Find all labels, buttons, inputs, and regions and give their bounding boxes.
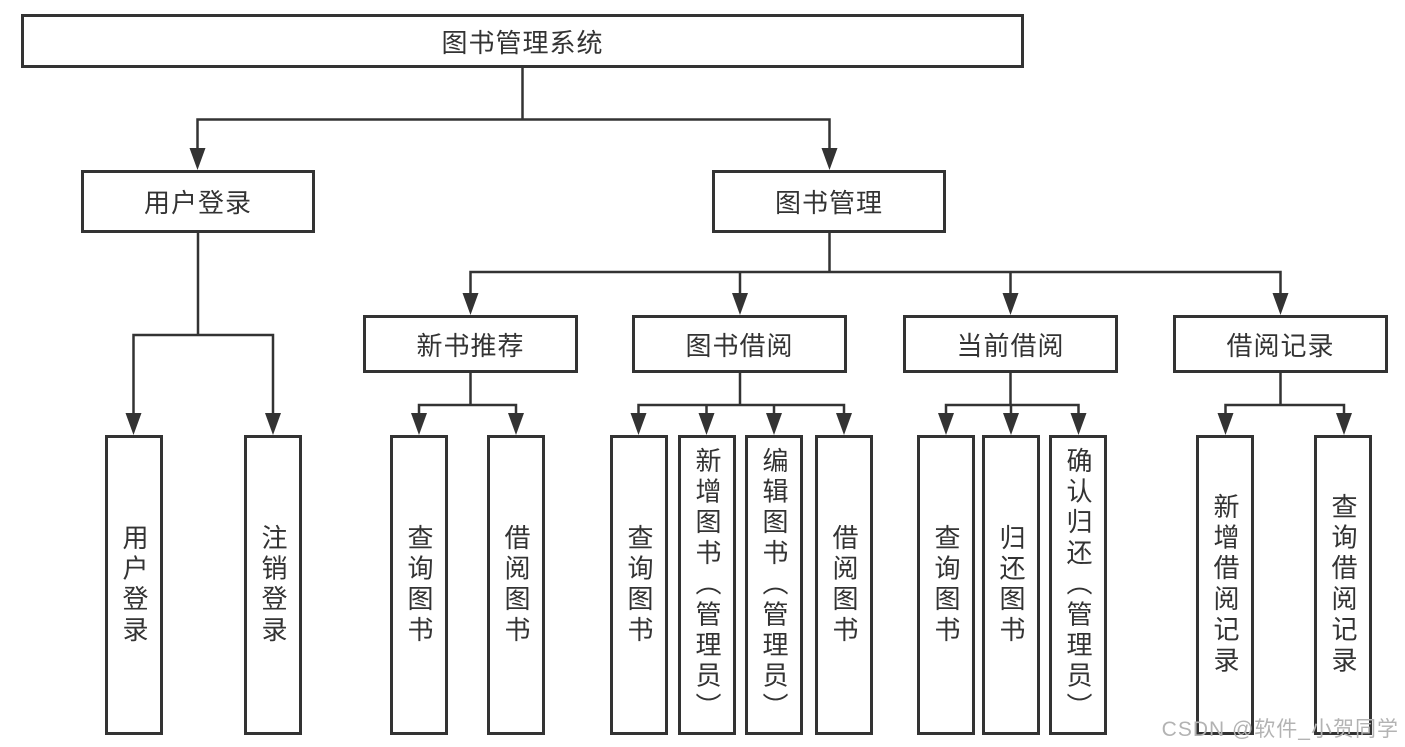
leaf-borrow-book: 借阅图书	[815, 435, 873, 735]
node-book-management: 图书管理	[712, 170, 946, 233]
leaf-return-book: 归还图书	[982, 435, 1040, 735]
node-book-borrow: 图书借阅	[632, 315, 847, 373]
connector-newbook-to-leaves	[417, 373, 518, 414]
arrowhead-icon	[125, 413, 142, 435]
arrowhead-icon	[265, 413, 281, 435]
arrowhead-icon	[189, 148, 206, 170]
leaf-query-book-recommend: 查询图书	[390, 435, 448, 735]
node-root-system: 图书管理系统	[21, 14, 1024, 68]
connector-records-to-leaves	[1224, 373, 1346, 414]
arrowhead-icon	[630, 413, 647, 435]
connector-login-to-leaves	[132, 232, 275, 414]
connector-mgmt-to-level3	[469, 232, 1282, 294]
arrowhead-icon	[1217, 413, 1234, 435]
leaf-add-borrow-record: 新增借阅记录	[1196, 435, 1254, 735]
connector-current-to-leaves	[944, 373, 1080, 414]
node-new-book-recommend: 新书推荐	[363, 315, 578, 373]
arrowhead-icon	[508, 413, 524, 435]
arrowhead-icon	[1336, 413, 1352, 435]
node-current-borrow: 当前借阅	[903, 315, 1118, 373]
leaf-user-login: 用户登录	[105, 435, 163, 735]
arrowhead-icon	[938, 413, 954, 435]
arrowhead-icon	[462, 293, 479, 315]
arrowhead-icon	[411, 413, 427, 435]
arrowhead-icon	[1272, 293, 1289, 315]
arrowhead-icon	[1002, 293, 1019, 315]
connector-root-to-level2	[196, 68, 831, 149]
arrowhead-icon	[732, 293, 748, 315]
arrowhead-icon	[698, 413, 715, 435]
arrowhead-icon	[1003, 413, 1019, 435]
leaf-logout: 注销登录	[244, 435, 302, 735]
leaf-query-book-borrow: 查询图书	[610, 435, 668, 735]
csdn-watermark: CSDN @软件_小贺同学	[1161, 718, 1399, 741]
node-borrow-records: 借阅记录	[1173, 315, 1388, 373]
leaf-add-book-admin: 新增图书（管理员）	[678, 435, 736, 735]
leaf-query-book-current: 查询图书	[917, 435, 975, 735]
leaf-query-borrow-record: 查询借阅记录	[1314, 435, 1372, 735]
arrowhead-icon	[821, 148, 838, 170]
leaf-borrow-book-recommend: 借阅图书	[487, 435, 545, 735]
arrowhead-icon	[836, 413, 852, 435]
connector-borrow-to-leaves	[637, 373, 846, 414]
arrowheads	[125, 148, 1352, 435]
leaf-edit-book-admin: 编辑图书（管理员）	[745, 435, 803, 735]
leaf-confirm-return-admin: 确认归还（管理员）	[1049, 435, 1107, 735]
arrowhead-icon	[1070, 413, 1087, 435]
node-user-login: 用户登录	[81, 170, 315, 233]
arrowhead-icon	[766, 413, 782, 435]
